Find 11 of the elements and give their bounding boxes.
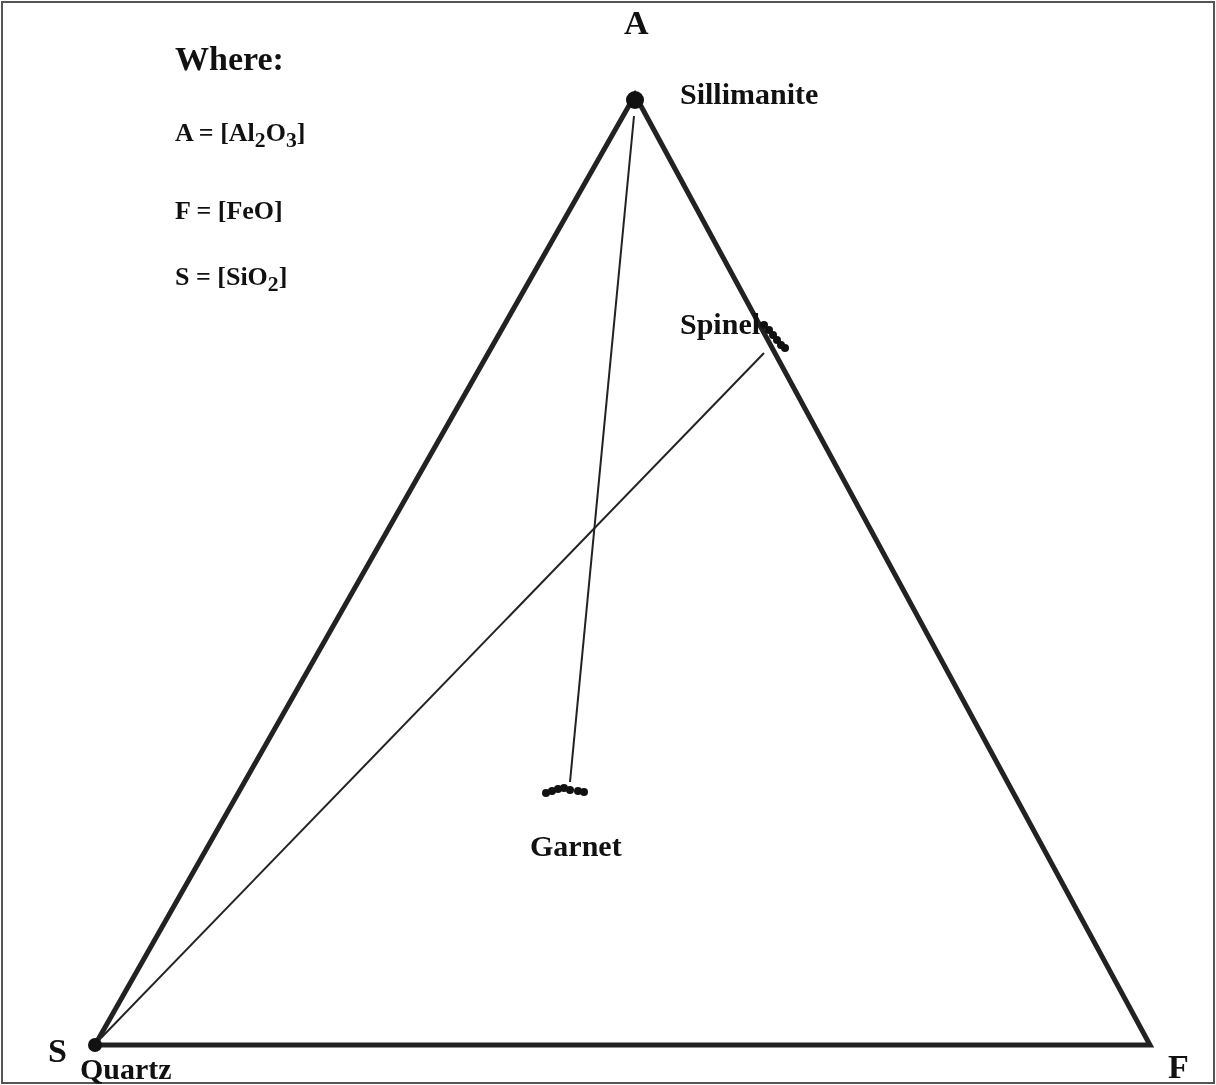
vertex-label: S <box>48 1032 67 1070</box>
mineral-label: Sillimanite <box>680 78 819 110</box>
legend-entry: A = [Al$_{2}$O$_{3}$] <box>175 118 306 154</box>
mineral-label: Quartz <box>80 1053 172 1085</box>
legend-heading: Where: <box>175 40 284 78</box>
legend-entry: S = [SiO$_{2}$] <box>175 262 288 298</box>
vertex-label: A <box>624 4 649 42</box>
mineral-label: Spinel <box>680 308 761 340</box>
mineral-label: Garnet <box>530 830 622 862</box>
legend-entry: F = [FeO] <box>175 196 283 226</box>
vertex-label: F <box>1168 1048 1189 1085</box>
